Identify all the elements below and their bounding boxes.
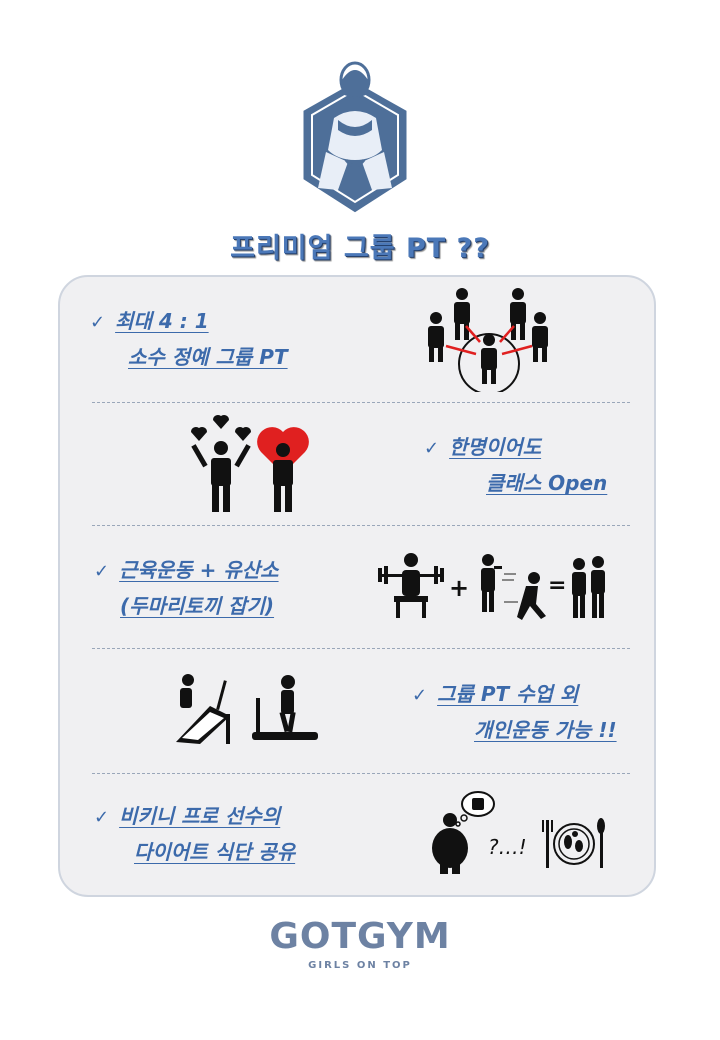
feature-diet-plan: ✓ 비키니 프로 선수의 다이어트 식단 공유 [94, 799, 295, 869]
brand-tagline: GIRLS ON TOP [308, 960, 412, 971]
feature-text: (두마리토끼 잡기) [120, 594, 275, 618]
check-icon: ✓ [94, 807, 110, 828]
feature-strength-cardio: ✓ 근육운동 + 유산소 (두마리토끼 잡기) [94, 553, 279, 623]
equals-sign: = [548, 573, 566, 598]
strength-plus-cardio-icon: + = [378, 553, 605, 620]
diet-thinking-icon: ?…! [432, 791, 605, 874]
divider [92, 648, 630, 649]
gym-logo-emblem [300, 61, 410, 216]
divider [92, 525, 630, 526]
check-icon: ✓ [424, 438, 440, 459]
feature-text: 비키니 프로 선수의 [119, 804, 281, 828]
brand-name: GOTGYM [269, 916, 451, 957]
thought-text: ?…! [488, 835, 527, 859]
check-icon: ✓ [94, 561, 110, 582]
feature-group-size: ✓ 최대 4 : 1 소수 정예 그룹 PT [90, 304, 288, 374]
brand-logo: GOTGYM GIRLS ON TOP [0, 916, 720, 972]
personal-workout-machines-icon [176, 674, 318, 744]
divider [92, 402, 630, 403]
feature-text: 한명이어도 [449, 435, 542, 459]
feature-text: 최대 4 : 1 [115, 309, 209, 333]
divider [92, 773, 630, 774]
feature-text: 다이어트 식단 공유 [134, 840, 296, 864]
feature-text: 클래스 Open [486, 471, 608, 495]
feature-text: 그룹 PT 수업 외 [437, 682, 579, 706]
one-person-class-icon [191, 415, 309, 512]
page-title: 프리미엄 그룹 PT ?? [230, 233, 490, 264]
check-icon: ✓ [90, 312, 106, 333]
plus-sign: + [449, 574, 469, 602]
check-icon: ✓ [412, 685, 428, 706]
feature-text: 개인운동 가능 !! [474, 718, 617, 742]
feature-text: 소수 정예 그룹 PT [128, 345, 288, 369]
feature-text: 근육운동 + 유산소 [119, 558, 279, 582]
feature-solo-class: ✓ 한명이어도 클래스 Open [424, 430, 607, 500]
feature-panel [58, 275, 656, 897]
group-training-icon [428, 288, 548, 392]
feature-personal-workout: ✓ 그룹 PT 수업 외 개인운동 가능 !! [412, 677, 617, 747]
